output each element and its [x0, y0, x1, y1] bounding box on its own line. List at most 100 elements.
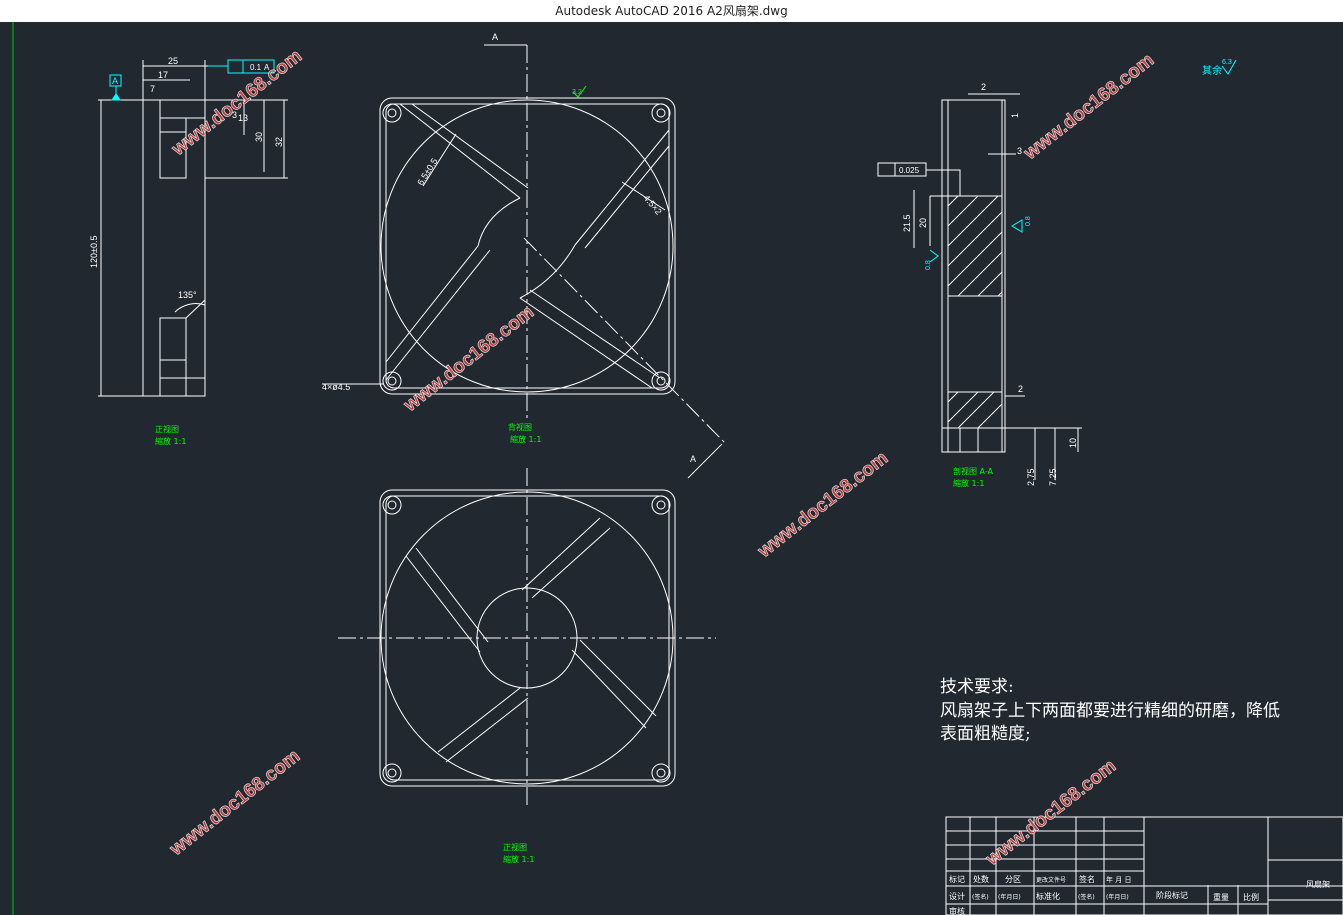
- tb-cell: 设计: [949, 891, 965, 901]
- roughness-mark: [572, 85, 587, 98]
- tb-cell: 处数: [973, 874, 989, 884]
- tb-cell: (签名): [972, 893, 989, 901]
- datum-letter: A: [112, 76, 118, 86]
- roughness-value: 3.2: [572, 89, 582, 96]
- section-arrow-bottom: [687, 443, 723, 479]
- dim-7-25: 7.25: [1048, 468, 1058, 486]
- section-outline: [941, 99, 1006, 453]
- rest-symbol: [1221, 59, 1237, 75]
- dim-3: 3: [1017, 146, 1022, 156]
- tolerance-value: 0.1: [250, 63, 262, 72]
- section-foot: [942, 427, 1082, 452]
- mount-hole-tl: [382, 103, 402, 123]
- tech-line-2: 表面粗糙度;: [940, 724, 1031, 744]
- back-view-caption: 背视图 縮放 1:1: [508, 422, 541, 444]
- watermark: www.doc168.com: [753, 448, 892, 563]
- title-block-text: 标记 处数 分区 更改文件号 签名 年 月 日 设计 (签名) (年月日) 标准…: [949, 874, 1330, 915]
- hatched-region-2: [947, 391, 1003, 429]
- hatched-region: [947, 195, 1003, 297]
- mount-hole-bl-in: [387, 768, 397, 778]
- mount-hole-br-in: [656, 376, 666, 386]
- body-top-step: [159, 99, 206, 119]
- dim-angle-arc: [174, 303, 206, 313]
- tb-stage: 阶段标记: [1156, 890, 1188, 900]
- tech-line-1: 风扇架子上下两面都要进行精细的研磨，降低: [940, 701, 1280, 721]
- view-scale: 縮放 1:1: [510, 434, 541, 444]
- dim-32-text: 32: [274, 137, 284, 147]
- mount-hole-br: [651, 371, 671, 391]
- spoke-2: [521, 517, 611, 599]
- view-scale: 縮放 1:1: [953, 478, 984, 488]
- dim-30-text: 30: [254, 132, 264, 142]
- watermark: www.doc168.com: [165, 746, 304, 861]
- dim-7-text: 7: [150, 84, 155, 94]
- rest-value: 6.3: [1222, 59, 1232, 66]
- roughness-value-2: 0.8: [925, 260, 932, 270]
- dim-rib-leader: [621, 181, 666, 211]
- fan-opening: [380, 99, 674, 393]
- tb-cell: (年月日): [998, 893, 1021, 901]
- mount-hole-tr-in: [656, 500, 666, 510]
- dim-21-5: 21.5: [902, 214, 912, 232]
- view-title: 正视图: [503, 842, 527, 852]
- mount-hole-bl: [382, 763, 402, 783]
- front-view-bottom[interactable]: [338, 468, 716, 808]
- mount-hole-tl: [382, 495, 402, 515]
- tolerance-ref: A: [264, 63, 270, 72]
- mount-hole-tr: [651, 103, 671, 123]
- dim-3-text: 3: [232, 110, 237, 120]
- bottom-boss: [159, 317, 187, 397]
- dim-1: 1: [1010, 113, 1020, 118]
- cad-drawing: 25 17 7 3 13 30 32 120±0.5 135° 0.1 A A …: [12, 22, 1343, 915]
- back-view[interactable]: [322, 44, 727, 479]
- dim-20: 20: [918, 218, 928, 228]
- dim-hole-leader: [422, 133, 457, 187]
- tb-cell: (签名): [1078, 893, 1095, 901]
- chamfer-line: [185, 299, 206, 319]
- section-view[interactable]: [877, 93, 1082, 480]
- section-label-top: A: [492, 32, 498, 42]
- dim-angle-text: 135°: [178, 290, 197, 300]
- general-roughness: 其余 6.3: [1202, 59, 1237, 77]
- tb-cell: 审核: [949, 906, 965, 915]
- flatness-leader: [926, 169, 961, 196]
- watermark: www.doc168.com: [167, 46, 306, 161]
- dim-rib-text: 4.5×2: [641, 193, 663, 217]
- section-caption: 剖视图 A-A 縮放 1:1: [953, 466, 994, 488]
- front-view-left[interactable]: [98, 59, 288, 397]
- rest-label: 其余: [1202, 64, 1222, 77]
- front-left-caption: 正视图 縮放 1:1: [155, 424, 186, 446]
- watermark: www.doc168.com: [1019, 50, 1158, 165]
- roughness-value-1: 0.8: [1025, 216, 1032, 226]
- front-bottom-caption: 正视图 縮放 1:1: [503, 842, 534, 864]
- watermarks: www.doc168.com www.doc168.com www.doc168…: [165, 45, 1158, 871]
- dim-hole-text: 6.5±0.5: [415, 156, 439, 187]
- back-view-dim-text: A A 6.5±0.5 4.5×2 4×ø4.5 3.2: [322, 32, 696, 464]
- roughness-symbol-2: [929, 249, 939, 263]
- section-line: [523, 237, 727, 445]
- view-scale: 縮放 1:1: [155, 436, 186, 446]
- rib-3: [385, 245, 491, 381]
- drawing-canvas[interactable]: 25 17 7 3 13 30 32 120±0.5 135° 0.1 A A …: [0, 22, 1343, 915]
- tb-cell: (年月日): [1106, 893, 1129, 901]
- dim-height-text: 120±0.5: [89, 236, 99, 268]
- mount-hole-tr-in: [656, 108, 666, 118]
- view-scale: 縮放 1:1: [503, 854, 534, 864]
- rib-2: [574, 129, 670, 249]
- tb-cell: 标记: [949, 874, 965, 884]
- hatch-lines: [947, 195, 1003, 297]
- mount-hole-tr: [651, 495, 671, 515]
- top-boss: [159, 117, 187, 179]
- section-dim-text: 2 1 3 0.025 21.5 20 2 10 2.75 7.25 0.8 0…: [899, 82, 1078, 486]
- title-block[interactable]: [945, 816, 1343, 915]
- rib-1: [399, 103, 529, 199]
- dim-2-top: 2: [981, 82, 986, 92]
- dim-2-75: 2.75: [1026, 468, 1036, 486]
- watermark: www.doc168.com: [981, 756, 1120, 871]
- rib-curve-2: [519, 244, 576, 299]
- rib-curve-1: [477, 197, 521, 247]
- mount-hole-br: [651, 763, 671, 783]
- spoke-3: [571, 639, 657, 729]
- tb-cell: 分区: [1005, 875, 1021, 884]
- tb-cell: 年 月 日: [1106, 875, 1131, 884]
